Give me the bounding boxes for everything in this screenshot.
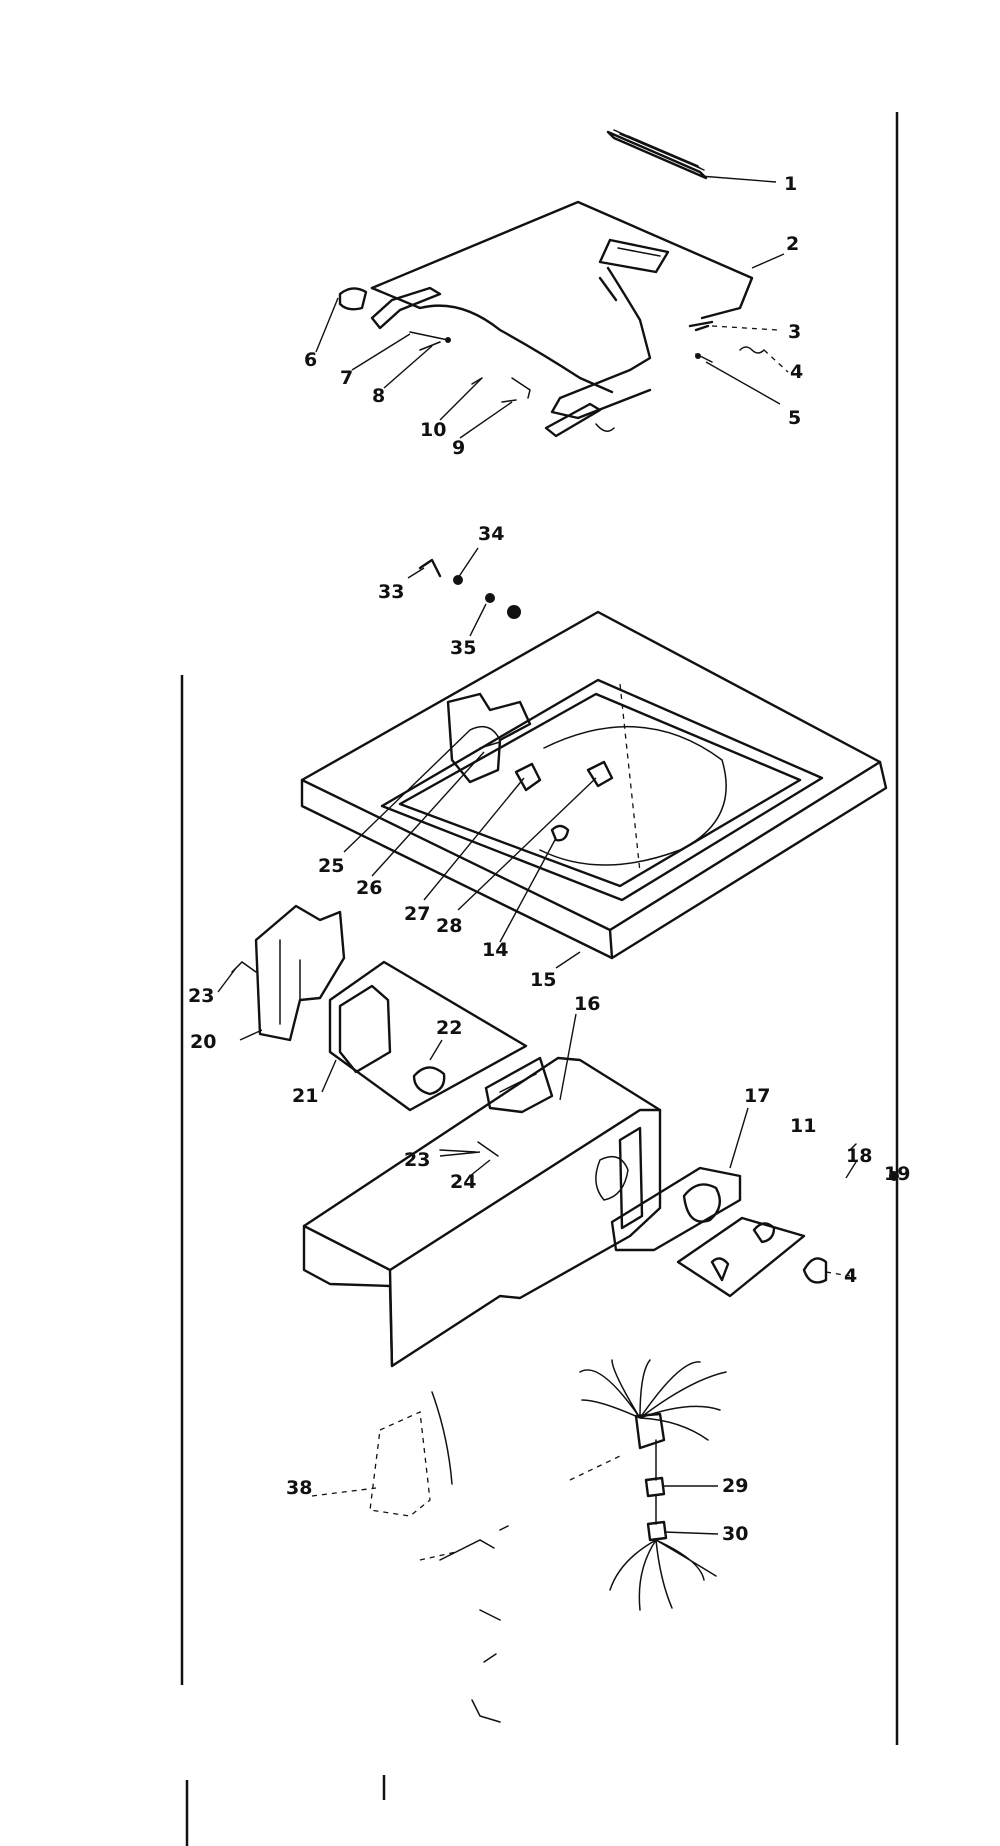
callout-9: 9: [452, 437, 465, 459]
parts-25-28-switch-bracket: [446, 692, 614, 842]
part-16-18-cabinet: [302, 1056, 662, 1368]
part-3-clip: [688, 320, 714, 332]
callout-24: 24: [450, 1171, 476, 1193]
callout-17: 17: [744, 1085, 770, 1107]
callout-21: 21: [292, 1085, 318, 1107]
callout-11: 11: [790, 1115, 816, 1137]
callout-5: 5: [788, 407, 801, 429]
callout-7: 7: [340, 367, 353, 389]
lower-small-fasteners: [419, 1525, 509, 1723]
part-6-knob: [338, 286, 442, 330]
part-17-19-motor-housing: [610, 1166, 828, 1298]
callout-27: 27: [404, 903, 430, 925]
callout-29: 29: [722, 1475, 748, 1497]
callout-labels: 1 2 3 4 5 6 7 8 10 9 33 34 35 25 26 27 2…: [188, 173, 910, 1545]
page-frame: [180, 112, 899, 1846]
part-2-top-panel: [370, 200, 754, 420]
callout-8: 8: [372, 385, 385, 407]
callout-30: 30: [722, 1523, 748, 1545]
callout-6: 6: [304, 349, 317, 371]
part-7-8-screws: [409, 331, 451, 351]
callout-10: 10: [420, 419, 446, 441]
callout-3: 3: [788, 321, 801, 343]
callout-20: 20: [190, 1031, 216, 1053]
callout-38: 38: [286, 1477, 312, 1499]
part-5-screw: [695, 353, 713, 363]
part-36-hinge-rod: [544, 402, 615, 438]
callout-34: 34: [478, 523, 504, 545]
part-20-23-bracket: [231, 904, 346, 1042]
callout-14: 14: [482, 939, 508, 961]
part-38-cover-faint: [369, 1391, 453, 1517]
part-21-22-plate: [328, 960, 528, 1112]
callout-35: 35: [450, 637, 476, 659]
callout-15: 15: [530, 969, 556, 991]
callout-4-lower: 4: [844, 1265, 857, 1287]
callout-19: 19: [884, 1163, 910, 1185]
leader-lines: [217, 175, 857, 1535]
part-9-10-fasteners: [471, 377, 531, 403]
part-29-30-wire-harness: [579, 1359, 727, 1611]
callout-28: 28: [436, 915, 462, 937]
callout-23-lower: 23: [404, 1149, 430, 1171]
callout-23-upper: 23: [188, 985, 214, 1007]
callout-4: 4: [790, 361, 803, 383]
part-4-spring: [739, 346, 765, 354]
part-15-top-lid: [300, 610, 888, 960]
callout-18: 18: [846, 1145, 872, 1167]
callout-22: 22: [436, 1017, 462, 1039]
callout-16: 16: [574, 993, 600, 1015]
callout-1: 1: [784, 173, 797, 195]
part-1-trim-strip: [606, 129, 708, 180]
callout-33: 33: [378, 581, 404, 603]
callout-25: 25: [318, 855, 344, 877]
small-hardware-11-18-19: [439, 1141, 899, 1181]
callout-26: 26: [356, 877, 382, 899]
callout-2: 2: [786, 233, 799, 255]
part-33-34-35-hardware: [418, 558, 521, 619]
